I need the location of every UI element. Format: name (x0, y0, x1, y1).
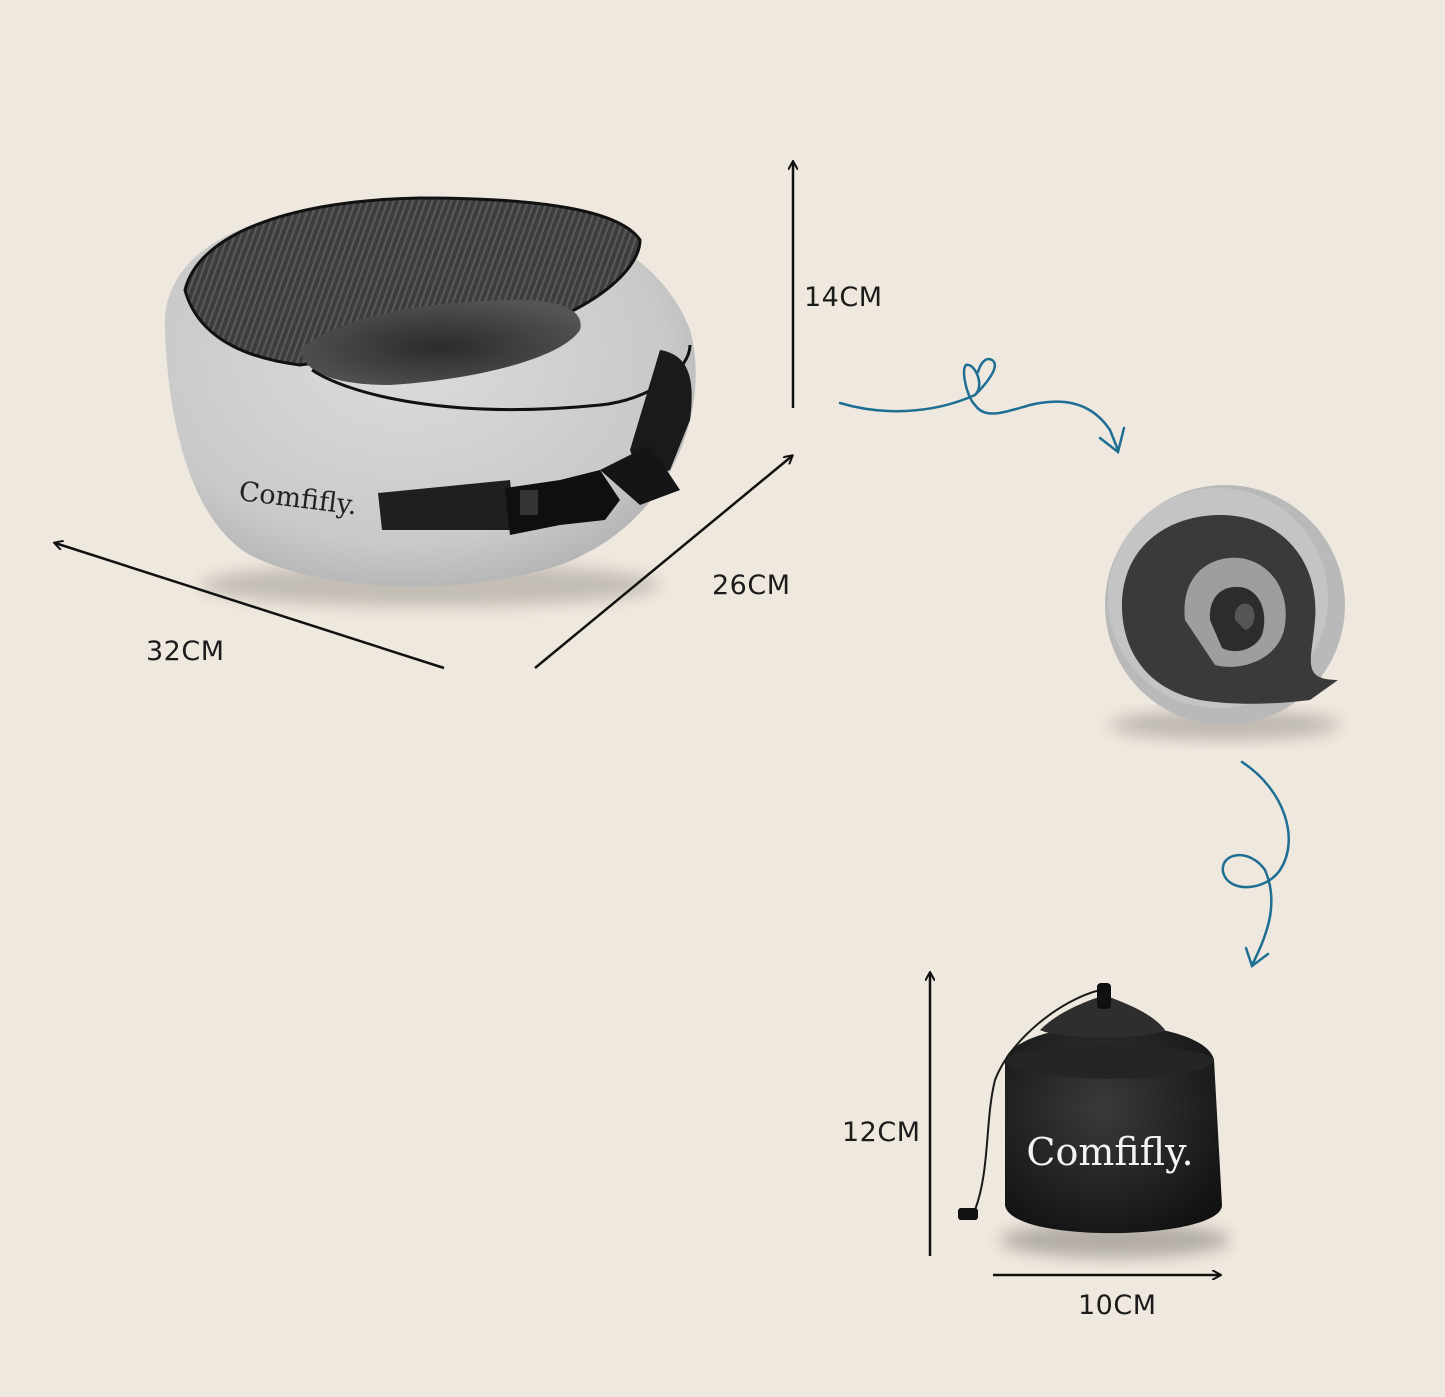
height-label: 14CM (804, 282, 883, 313)
storage-bag: Comfifly. (958, 983, 1230, 1258)
neck-pillow: Comfifly. (164, 196, 696, 607)
heart-swirl-arrow-icon (838, 357, 1126, 455)
bag-width-label: 10CM (1078, 1290, 1157, 1321)
rolled-pillow (1105, 485, 1345, 740)
width-arrow (55, 543, 445, 670)
buckle-icon (505, 445, 680, 535)
width-label: 32CM (146, 636, 225, 667)
depth-arrow (534, 456, 792, 669)
depth-label: 26CM (712, 570, 791, 601)
loop-swirl-arrow-icon (1221, 760, 1290, 969)
bag-height-label: 12CM (842, 1117, 921, 1148)
bag-logo: Comfifly. (1026, 1130, 1193, 1174)
